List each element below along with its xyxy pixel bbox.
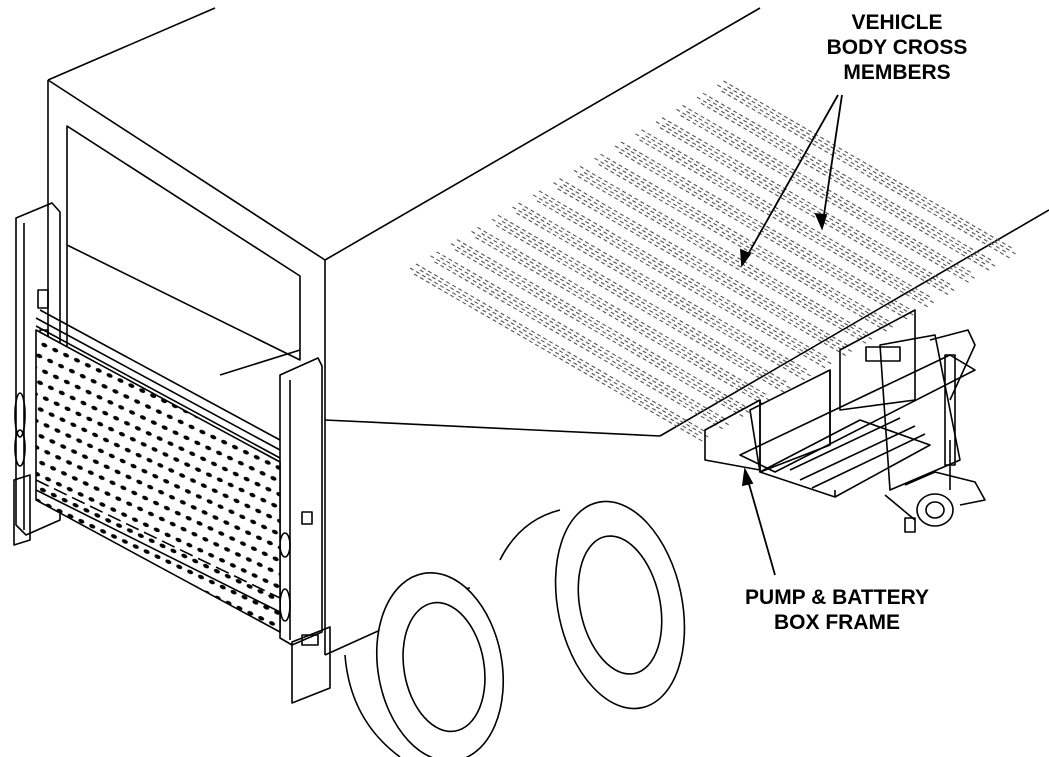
cross-member: [614, 141, 916, 321]
rear-tires: [344, 500, 686, 757]
cross-member: [512, 202, 813, 382]
label-line: MEMBERS: [843, 61, 951, 84]
cross-member: [573, 165, 875, 345]
cross-member: [717, 80, 1018, 260]
pump-battery-box-frame-label: PUMP & BATTERY BOX FRAME: [712, 585, 962, 635]
cross-member: [409, 263, 711, 443]
label-line: BOX FRAME: [774, 611, 900, 634]
cross-member: [491, 214, 793, 394]
liftgate-platform: [35, 309, 281, 633]
cross-member: [594, 153, 895, 333]
cross-member: [532, 190, 834, 370]
liftgate-right-column: [279, 357, 331, 704]
vehicle-body-cross-members-label: VEHICLE BODY CROSS MEMBERS: [812, 10, 982, 85]
pump-battery-box-frame: [704, 309, 986, 533]
cross-member: [635, 129, 936, 309]
cross-member: [430, 251, 731, 431]
label-line: VEHICLE: [851, 11, 943, 34]
cross-member: [450, 239, 752, 419]
cross-member: [553, 178, 854, 358]
label-line: PUMP & BATTERY: [745, 586, 929, 609]
cross-member: [471, 226, 772, 406]
cross-member: [696, 92, 998, 272]
leader-lines: [740, 94, 843, 576]
cross-member: [655, 117, 957, 297]
label-line: BODY CROSS: [826, 36, 968, 59]
vehicle-body-cross-members: [409, 80, 1018, 443]
